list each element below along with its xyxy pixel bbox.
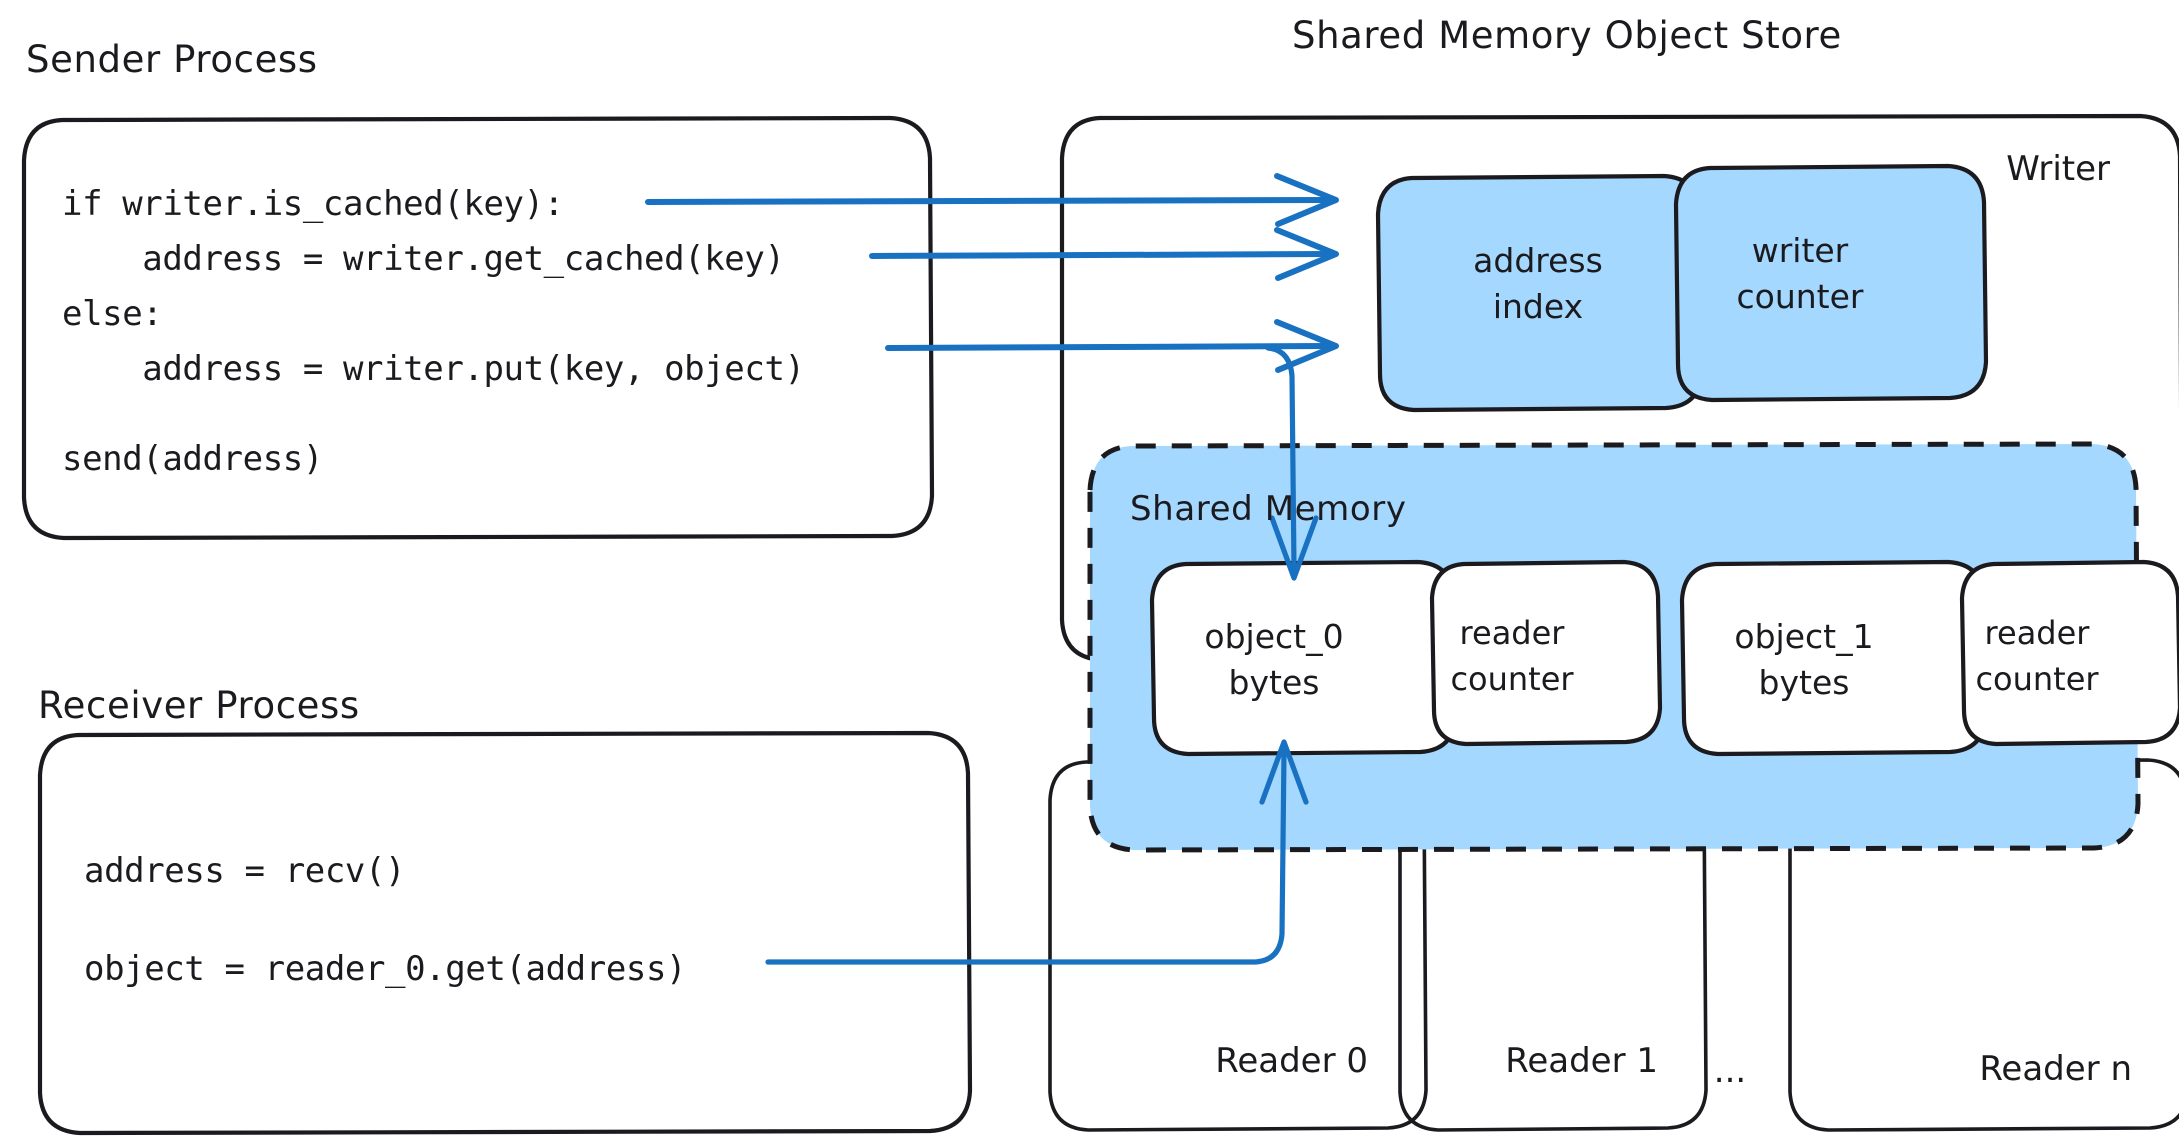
- object-0-reader-counter-line-1: reader: [1460, 614, 1566, 652]
- sender-process-box: [21, 115, 935, 541]
- object-1-line-2: bytes: [1759, 663, 1850, 702]
- writer-label: Writer: [2006, 149, 2110, 189]
- receiver-process-box: [37, 730, 973, 1136]
- sender-code-line-1: if writer.is_cached(key):: [62, 184, 564, 224]
- arrow-get-cached: [869, 227, 1339, 281]
- arrow-put: [885, 319, 1339, 581]
- reader-0-label: Reader 0: [1215, 1041, 1368, 1081]
- sender-code-line-5: send(address): [62, 439, 323, 479]
- receiver-code-line-2: object = reader_0.get(address): [84, 949, 686, 989]
- writer-counter-line-2: counter: [1737, 277, 1864, 316]
- writer-slot-writer-counter: [1673, 163, 1989, 403]
- object-0-reader-counter-line-2: counter: [1450, 660, 1574, 698]
- receiver-code-line-1: address = recv(): [84, 851, 405, 891]
- sender-code-line-3: else:: [62, 294, 162, 334]
- shared-object-1-reader-counter-box: [1959, 559, 2179, 747]
- reader-n-label: Reader n: [1979, 1049, 2132, 1089]
- shared-memory-label: Shared Memory: [1130, 489, 1407, 529]
- object-0-line-1: object_0: [1204, 617, 1343, 656]
- object-1-reader-counter-line-2: counter: [1975, 660, 2099, 698]
- writer-counter-line-1: writer: [1752, 231, 1849, 270]
- object-1-reader-counter-line-1: reader: [1985, 614, 2091, 652]
- object-0-line-2: bytes: [1229, 663, 1320, 702]
- reader-1-label: Reader 1: [1505, 1041, 1658, 1081]
- shared-object-0-reader-counter-box: [1429, 559, 1663, 747]
- receiver-process-title: Receiver Process: [38, 684, 360, 727]
- readers-ellipsis: ...: [1714, 1051, 1746, 1091]
- object-store-title: Shared Memory Object Store: [1292, 14, 1842, 57]
- sender-process-title: Sender Process: [26, 38, 318, 81]
- sender-code-line-2: address = writer.get_cached(key): [62, 239, 785, 279]
- arrow-is-cached: [645, 173, 1339, 227]
- writer-container: [1059, 113, 2179, 663]
- object-1-line-1: object_1: [1734, 617, 1873, 656]
- arrow-reader-get: [765, 739, 1309, 965]
- sender-code-line-4: address = writer.put(key, object): [62, 349, 805, 389]
- address-index-line-1: address: [1473, 241, 1603, 280]
- reader-0-box: [1048, 758, 1428, 1132]
- address-index-line-2: index: [1493, 287, 1583, 326]
